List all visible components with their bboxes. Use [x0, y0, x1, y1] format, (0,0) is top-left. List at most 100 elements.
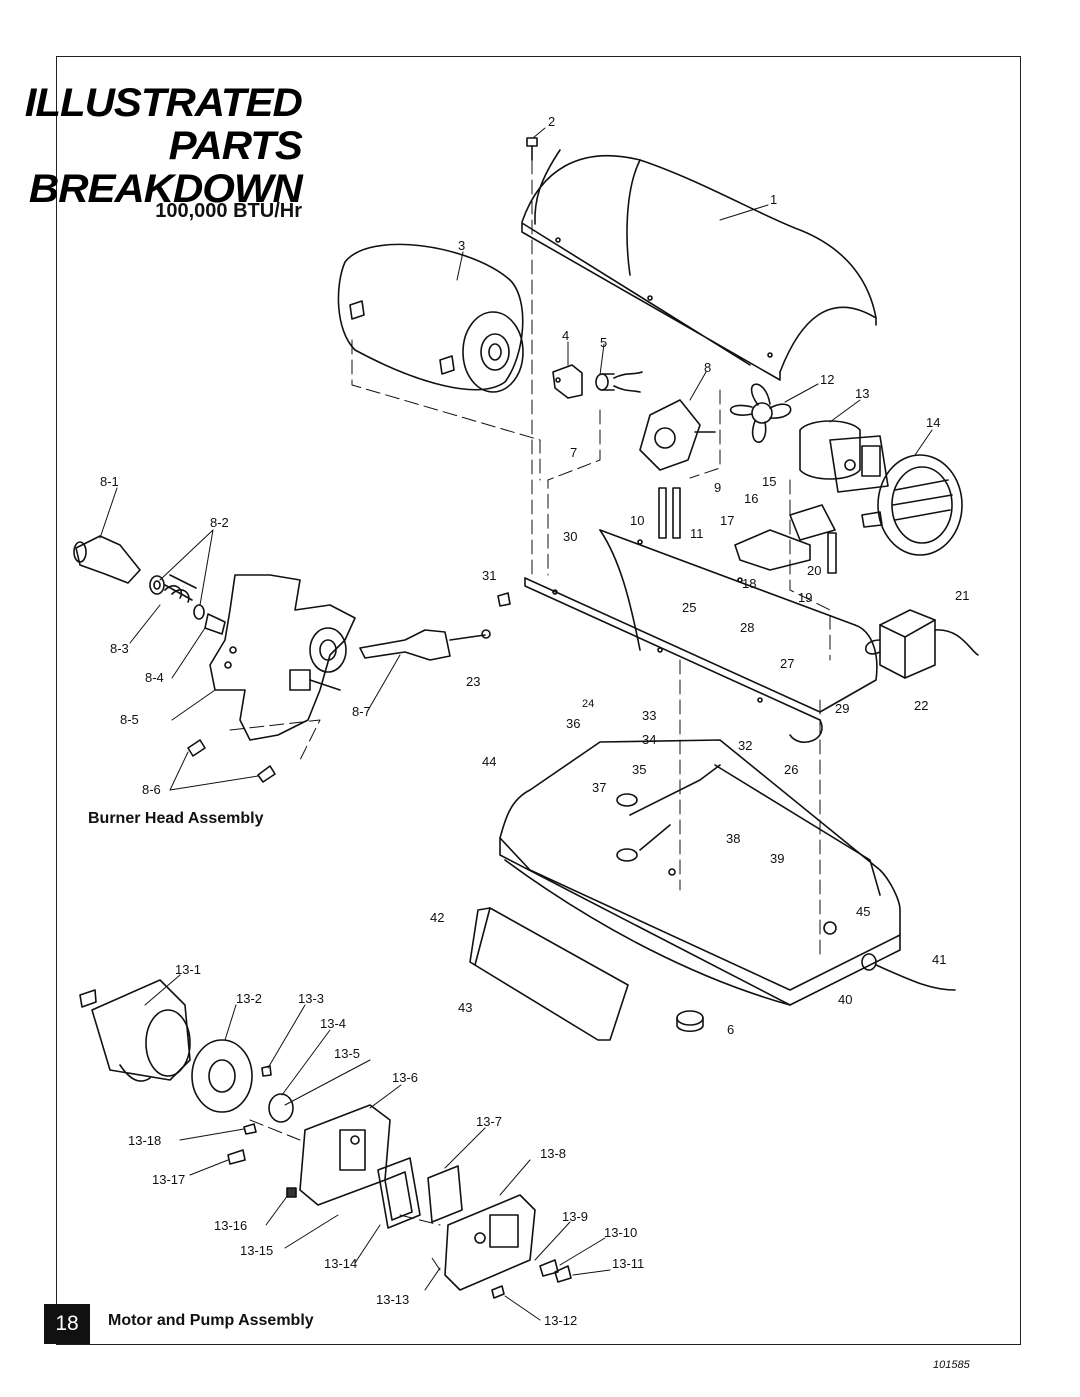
callout-34: 34: [642, 732, 656, 747]
callout-2: 2: [548, 114, 555, 129]
lower-shell-part: [524, 529, 878, 744]
page-frame: [56, 56, 1021, 1345]
callout-37: 37: [592, 780, 606, 795]
callout-8: 8: [704, 360, 711, 375]
bracket-17-part: [734, 504, 837, 574]
title-line-1: ILLUSTRATED: [25, 81, 303, 125]
callout-18: 18: [742, 576, 756, 591]
title-line-2: PARTS: [168, 124, 303, 168]
callout-17: 17: [720, 513, 734, 528]
callout-45: 45: [856, 904, 870, 919]
callout-8-7: 8-7: [352, 704, 371, 719]
callout-42: 42: [430, 910, 444, 925]
callout-14: 14: [926, 415, 940, 430]
ignitor-21-part: [864, 609, 979, 679]
callout-28: 28: [740, 620, 754, 635]
motor-13-part: [799, 420, 889, 493]
callout-13-1: 13-1: [175, 962, 201, 977]
fuel-cap-6-part: [676, 1010, 704, 1033]
upper-shell-part: [521, 149, 877, 381]
callout-4: 4: [562, 328, 569, 343]
callout-13-16: 13-16: [214, 1218, 247, 1233]
callout-13-5: 13-5: [334, 1046, 360, 1061]
leader-lines: [99, 127, 933, 1321]
page-number: 18: [44, 1304, 90, 1344]
callout-8-6: 8-6: [142, 782, 161, 797]
callout-40: 40: [838, 992, 852, 1007]
callout-7: 7: [570, 445, 577, 460]
callout-36: 36: [566, 716, 580, 731]
callout-13-17: 13-17: [152, 1172, 185, 1187]
fan-blade-part: [729, 383, 792, 443]
callout-13-8: 13-8: [540, 1146, 566, 1161]
callout-8-2: 8-2: [210, 515, 229, 530]
callout-15: 15: [762, 474, 776, 489]
callout-labels: 2 1 3 4 5 8 12 13 14 7 9 15 16 10 11 17 …: [100, 114, 969, 1328]
burner-head-assembly: [73, 535, 491, 783]
assembly-guide-lines: [229, 159, 831, 1271]
motor-pump-assembly: [79, 979, 572, 1299]
motor-pump-assembly-label: Motor and Pump Assembly: [108, 1312, 314, 1329]
callout-35: 35: [632, 762, 646, 777]
callout-13-18: 13-18: [128, 1133, 161, 1148]
panel-42-part: [469, 907, 629, 1041]
callout-5: 5: [600, 335, 607, 350]
callout-24: 24: [582, 698, 594, 710]
bolt-2-part: [526, 137, 538, 161]
callout-38: 38: [726, 831, 740, 846]
callout-25: 25: [682, 600, 696, 615]
callout-13-15: 13-15: [240, 1243, 273, 1258]
document-number: 101585: [933, 1359, 970, 1371]
motor-guard-14-part: [861, 454, 963, 556]
callout-16: 16: [744, 491, 758, 506]
callout-41: 41: [932, 952, 946, 967]
callout-1: 1: [770, 192, 777, 207]
callout-44: 44: [482, 754, 496, 769]
fuel-tank-part: [499, 739, 901, 1006]
callout-8-5: 8-5: [120, 712, 139, 727]
callout-30: 30: [563, 529, 577, 544]
callout-13-6: 13-6: [392, 1070, 418, 1085]
callout-13: 13: [855, 386, 869, 401]
callout-12: 12: [820, 372, 834, 387]
fan-guard-part: [337, 243, 524, 393]
callout-13-11: 13-11: [612, 1256, 644, 1271]
callout-3: 3: [458, 238, 465, 253]
callout-27: 27: [780, 656, 794, 671]
callout-13-9: 13-9: [562, 1209, 588, 1224]
callout-13-2: 13-2: [236, 991, 262, 1006]
callout-22: 22: [914, 698, 928, 713]
callout-33: 33: [642, 708, 656, 723]
rods-10-11-part: [658, 487, 681, 539]
callout-13-10: 13-10: [604, 1225, 637, 1240]
callout-13-4: 13-4: [320, 1016, 346, 1031]
callout-31: 31: [482, 568, 496, 583]
callout-26: 26: [784, 762, 798, 777]
burner-head-8-part: [639, 399, 716, 471]
part-31: [497, 592, 511, 607]
callout-13-12: 13-12: [544, 1313, 577, 1328]
callout-23: 23: [466, 674, 480, 689]
title-block: ILLUSTRATED PARTS BREAKDOWN: [25, 82, 303, 211]
callout-20: 20: [807, 563, 821, 578]
callout-11: 11: [690, 526, 704, 541]
title-line-3: BREAKDOWN: [29, 167, 303, 211]
callout-43: 43: [458, 1000, 472, 1015]
btu-rating: 100,000 BTU/Hr: [155, 200, 302, 222]
callout-10: 10: [630, 513, 644, 528]
callout-32: 32: [738, 738, 752, 753]
bracket-4-part: [552, 364, 583, 399]
callout-19: 19: [798, 590, 812, 605]
callout-13-3: 13-3: [298, 991, 324, 1006]
callout-21: 21: [955, 588, 969, 603]
callout-6: 6: [727, 1022, 734, 1037]
callout-8-1: 8-1: [100, 474, 119, 489]
gauge-40-41-part: [861, 953, 956, 991]
callout-39: 39: [770, 851, 784, 866]
callout-8-4: 8-4: [145, 670, 164, 685]
callout-13-13: 13-13: [376, 1292, 409, 1307]
callout-29: 29: [835, 701, 849, 716]
capacitor-5-part: [595, 371, 643, 393]
callout-9: 9: [714, 480, 721, 495]
